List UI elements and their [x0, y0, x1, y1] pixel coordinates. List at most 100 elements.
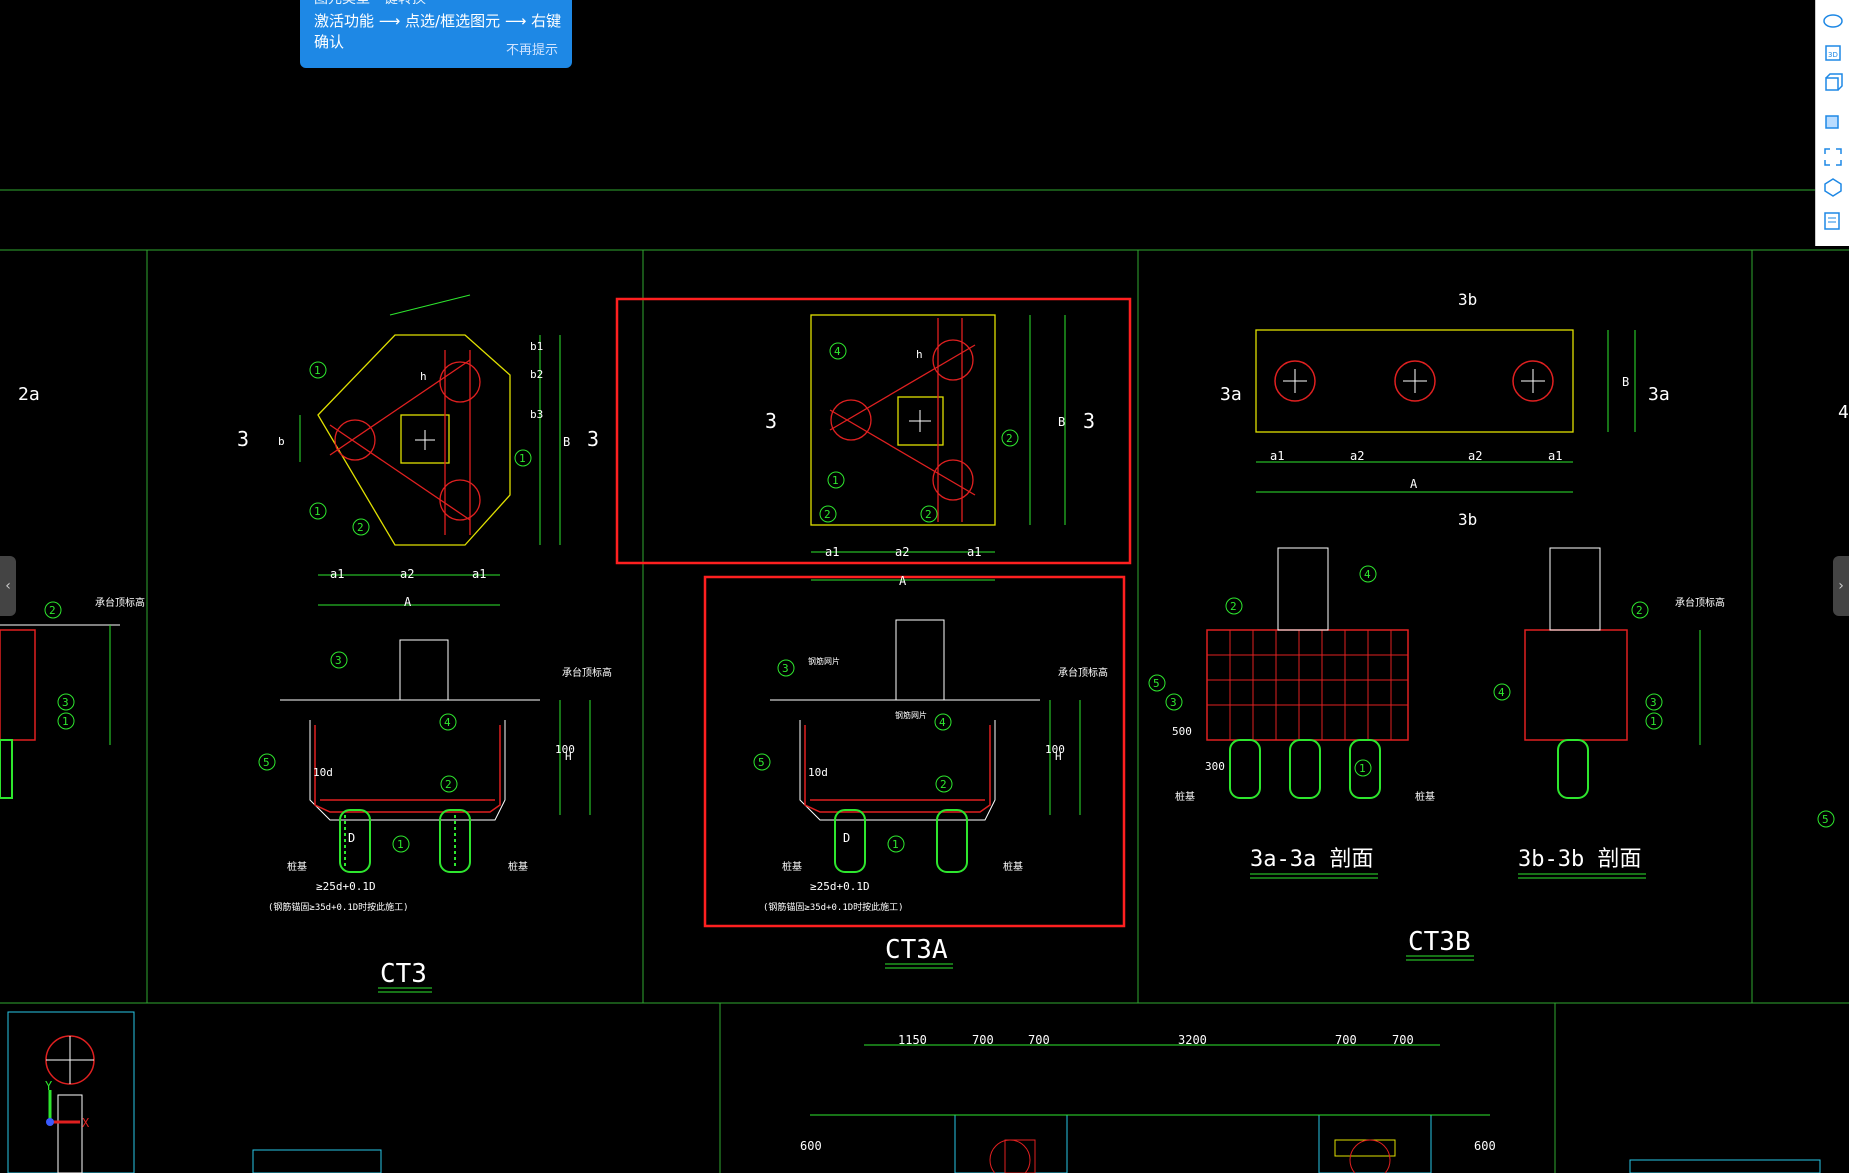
- dim-700-2: 700: [1028, 1033, 1050, 1047]
- bubble-1-ct3b-b: 1: [1650, 715, 1657, 728]
- bubble-5-ct3a: 5: [758, 756, 765, 769]
- bubble-5-right: 5: [1822, 813, 1829, 826]
- dim-D: D: [348, 831, 355, 845]
- section-title-3b: 3b-3b 剖面: [1518, 847, 1641, 872]
- dim-600-right: 600: [1474, 1139, 1496, 1153]
- section-mark-4: 4: [1838, 402, 1849, 423]
- section-mark-3a-left: 3: [765, 409, 777, 433]
- bubble-4b-ct3a: 4: [939, 716, 946, 729]
- elev-label: 承台顶标高: [562, 666, 612, 679]
- bubble-3-ct3b: 3: [1170, 696, 1177, 709]
- bubble-2c-ct3a: 2: [824, 508, 831, 521]
- view-3d-icon[interactable]: 3D: [1822, 42, 1844, 64]
- svg-text:3D: 3D: [1828, 51, 1838, 59]
- tip-title: 图元类型一键转换: [314, 0, 426, 8]
- right-panel-toggle[interactable]: ›: [1833, 556, 1849, 616]
- section-mark-3a-right: 3: [1083, 409, 1095, 433]
- ct3-section: [280, 639, 591, 873]
- ct3b-plan: [1255, 329, 1636, 493]
- highlight-box-plan[interactable]: [615, 297, 1132, 565]
- rebar-note-2: 钢筋网片: [895, 710, 927, 720]
- dim-B: B: [563, 435, 570, 449]
- anchor-note: (钢筋锚固≥35d+0.1D时按此施工): [268, 901, 409, 913]
- dim-700-3: 700: [1335, 1033, 1357, 1047]
- dim-500: 500: [1172, 725, 1192, 738]
- section-mark-3b-bottom: 3b: [1458, 510, 1477, 529]
- dim-a1-ct3a: a1: [825, 545, 839, 559]
- bubble-1c: 1: [519, 452, 526, 465]
- bubble-2-left: 2: [49, 604, 56, 617]
- bubble-1-ct3b: 1: [1359, 762, 1366, 775]
- fullscreen-icon[interactable]: [1822, 146, 1844, 168]
- panel-title-ct3b: CT3B: [1408, 927, 1471, 957]
- bubble-5-ct3b: 5: [1153, 677, 1160, 690]
- bubble-1b: 1: [314, 505, 321, 518]
- dim-b: b: [278, 435, 285, 448]
- dim-B-ct3b: B: [1622, 375, 1629, 389]
- dim-300: 300: [1205, 760, 1225, 773]
- bubble-1-ct3a: 1: [832, 474, 839, 487]
- pile-label-ct3a-2: 桩基: [1003, 860, 1023, 873]
- section-mark-3a-2: 3a: [1648, 384, 1670, 405]
- bubble-3: 3: [335, 654, 342, 667]
- dim-1150: 1150: [898, 1033, 927, 1047]
- callout-bubbles: 1 1 2 1 3 4 5 2 1 4 2 1 2 2 3 4 5 2 1 2 …: [44, 342, 1835, 853]
- ct3-plan: [299, 294, 561, 606]
- ct3b-section-b: [1524, 547, 1701, 799]
- rebar-note: 钢筋网片: [808, 656, 840, 666]
- dim-a1-ct3b-2: a1: [1548, 449, 1562, 463]
- bubble-4-ct3a: 4: [834, 345, 841, 358]
- bubble-2b: 2: [445, 778, 452, 791]
- dim-A: A: [404, 595, 412, 609]
- dim-10d: 10d: [313, 766, 333, 779]
- ct3b-section-a: [1206, 547, 1409, 799]
- dim-H: H: [565, 750, 572, 763]
- properties-icon[interactable]: [1822, 210, 1844, 232]
- pile-label-ct3b-2: 桩基: [1415, 790, 1435, 803]
- dim-600-left: 600: [800, 1139, 822, 1153]
- dim-a2-ct3a: a2: [895, 545, 909, 559]
- dim-a1-ct3a-2: a1: [967, 545, 981, 559]
- dont-show-again-link[interactable]: 不再提示: [505, 43, 558, 58]
- box-icon[interactable]: [1822, 72, 1844, 94]
- dim-100: 100: [555, 743, 575, 756]
- view-toolbar: 3D: [1815, 0, 1849, 246]
- elev-label-ct3b: 承台顶标高: [1675, 596, 1725, 609]
- tip-steps: 激活功能 ⟶ 点选/框选图元 ⟶ 右键确认: [314, 12, 562, 51]
- highlight-box-section[interactable]: [703, 575, 1126, 928]
- dim-3200: 3200: [1178, 1033, 1207, 1047]
- bubble-3-ct3a: 3: [782, 662, 789, 675]
- panel-title-ct3: CT3: [380, 959, 427, 989]
- section-mark-2a: 2a: [18, 384, 40, 405]
- section-mark-3b-top: 3b: [1458, 290, 1477, 309]
- pile-label-ct3a: 桩基: [782, 860, 802, 873]
- axis-x-label: X: [82, 1116, 90, 1130]
- layers-icon[interactable]: [1822, 110, 1844, 132]
- drawing-labels: CT3 CT3A CT3B 3a-3a 剖面 3b-3b 剖面 3 3 3 3 …: [18, 290, 1849, 1153]
- section-box-icon[interactable]: [1822, 176, 1844, 198]
- elev-label-left: 承台顶标高: [95, 596, 145, 609]
- left-panel-toggle[interactable]: ‹: [0, 556, 16, 616]
- anchor-note-ct3a: (钢筋锚固≥35d+0.1D时按此施工): [763, 901, 904, 913]
- dim-A-ct3b: A: [1410, 477, 1418, 491]
- bubble-2-ct3b: 2: [1230, 600, 1237, 613]
- ct3a-section: [770, 619, 1081, 873]
- bubble-2e-ct3a: 2: [940, 778, 947, 791]
- axis-y-label: Y: [45, 1079, 53, 1093]
- bubble-1e-ct3a: 1: [892, 838, 899, 851]
- dim-10d-ct3a: 10d: [808, 766, 828, 779]
- bottom-plan: [7, 1011, 1821, 1173]
- bubble-2-ct3a: 2: [1006, 432, 1013, 445]
- bubble-4: 4: [444, 716, 451, 729]
- anchor-len: ≥25d+0.1D: [316, 880, 376, 893]
- dim-700-4: 700: [1392, 1033, 1414, 1047]
- dim-B-ct3a: B: [1058, 415, 1065, 429]
- dim-A-ct3a: A: [899, 574, 907, 588]
- view-3d-orbit-icon[interactable]: [1822, 10, 1844, 32]
- bubble-3-left: 3: [62, 696, 69, 709]
- dim-a2-ct3b-2: a2: [1468, 449, 1482, 463]
- dim-b2: b2: [530, 368, 543, 381]
- dim-a1: a1: [330, 567, 344, 581]
- anchor-len-ct3a: ≥25d+0.1D: [810, 880, 870, 893]
